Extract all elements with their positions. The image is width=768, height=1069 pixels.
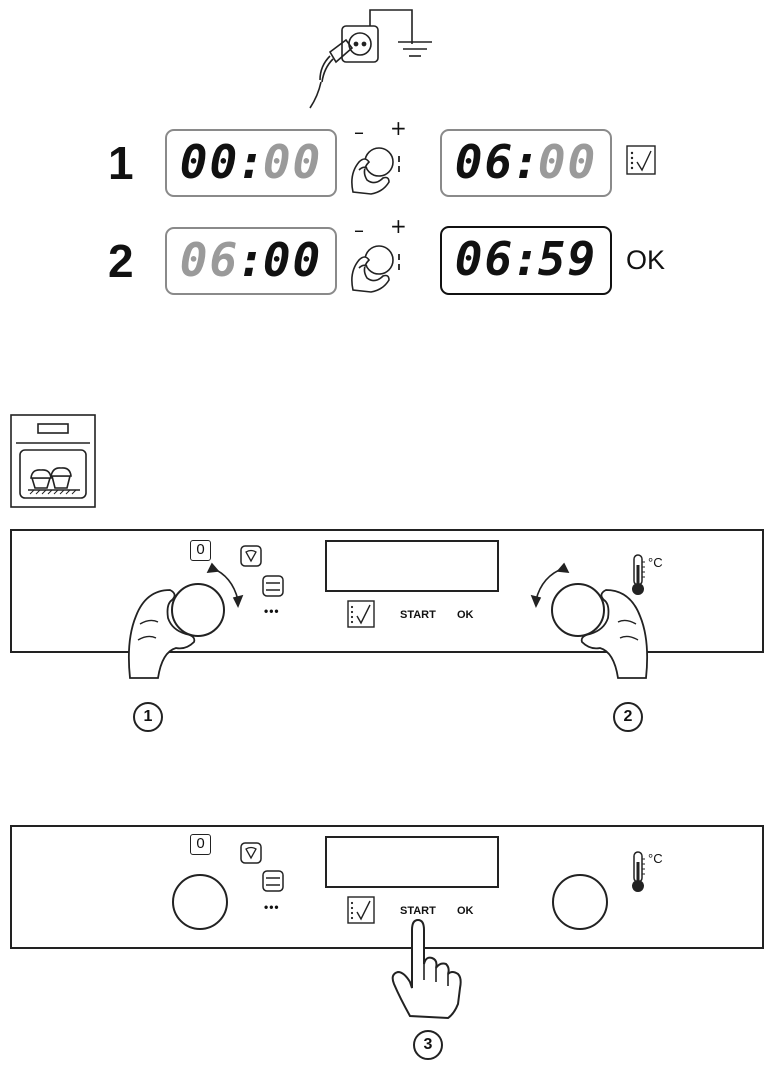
clock-display-after: 06:59	[440, 226, 612, 295]
off-position-label: 0	[190, 834, 211, 855]
temperature-knob[interactable]	[552, 874, 608, 930]
display-hours: 06	[454, 232, 515, 286]
start-button-label[interactable]: START	[400, 609, 436, 621]
callout-number: 1	[133, 702, 163, 732]
thermometer-icon	[632, 554, 645, 595]
knob-hand-icon	[351, 147, 400, 195]
display-window	[325, 836, 499, 888]
knob-plus-sign: +	[390, 116, 407, 140]
ok-confirm-label: OK	[626, 245, 666, 275]
display-minutes: 00	[537, 135, 598, 189]
display-hours: 00	[179, 135, 240, 189]
thermometer-icon	[632, 851, 645, 892]
step-number: 1	[108, 137, 134, 189]
heater-function-icon	[262, 575, 284, 597]
temperature-knob-hand[interactable]	[528, 560, 658, 685]
display-window	[325, 540, 499, 592]
function-knob[interactable]	[172, 874, 228, 930]
temperature-unit: °C	[648, 851, 663, 866]
fan-function-icon	[240, 842, 262, 864]
off-position-label: 0	[190, 540, 211, 561]
knob-hand-icon	[351, 245, 400, 293]
knob-plus-sign: +	[390, 214, 407, 238]
timer-check-icon[interactable]	[347, 600, 375, 628]
ground-symbol-icon	[398, 41, 432, 57]
pressing-finger-icon	[391, 918, 462, 1020]
clock-display-after: 06:00	[440, 129, 612, 197]
display-hours: 06	[454, 135, 515, 189]
display-minutes: 00	[262, 233, 323, 287]
ok-button-label[interactable]: OK	[457, 609, 474, 621]
callout-number: 2	[613, 702, 643, 732]
more-functions-dots: •••	[264, 900, 280, 914]
power-socket-icon	[309, 9, 413, 109]
knob-minus-sign: –	[354, 120, 364, 144]
clock-display-before: 06:00	[165, 227, 337, 295]
fan-function-icon	[240, 545, 262, 567]
start-button-label[interactable]: START	[400, 905, 436, 917]
step-number: 2	[108, 235, 134, 287]
temperature-unit: °C	[648, 555, 663, 570]
display-minutes: 00	[262, 135, 323, 189]
oven-baking-icon	[10, 414, 96, 508]
heater-function-icon	[262, 870, 284, 892]
timer-check-icon	[626, 145, 656, 175]
callout-number: 3	[413, 1030, 443, 1060]
knob-minus-sign: –	[354, 218, 364, 242]
display-hours: 06	[179, 233, 240, 287]
timer-check-icon[interactable]	[347, 896, 375, 924]
display-minutes: 59	[537, 232, 598, 286]
ok-button-label[interactable]: OK	[457, 905, 474, 917]
more-functions-dots: •••	[264, 604, 280, 618]
function-knob-hand[interactable]	[120, 560, 250, 685]
clock-display-before: 00:00	[165, 129, 337, 197]
